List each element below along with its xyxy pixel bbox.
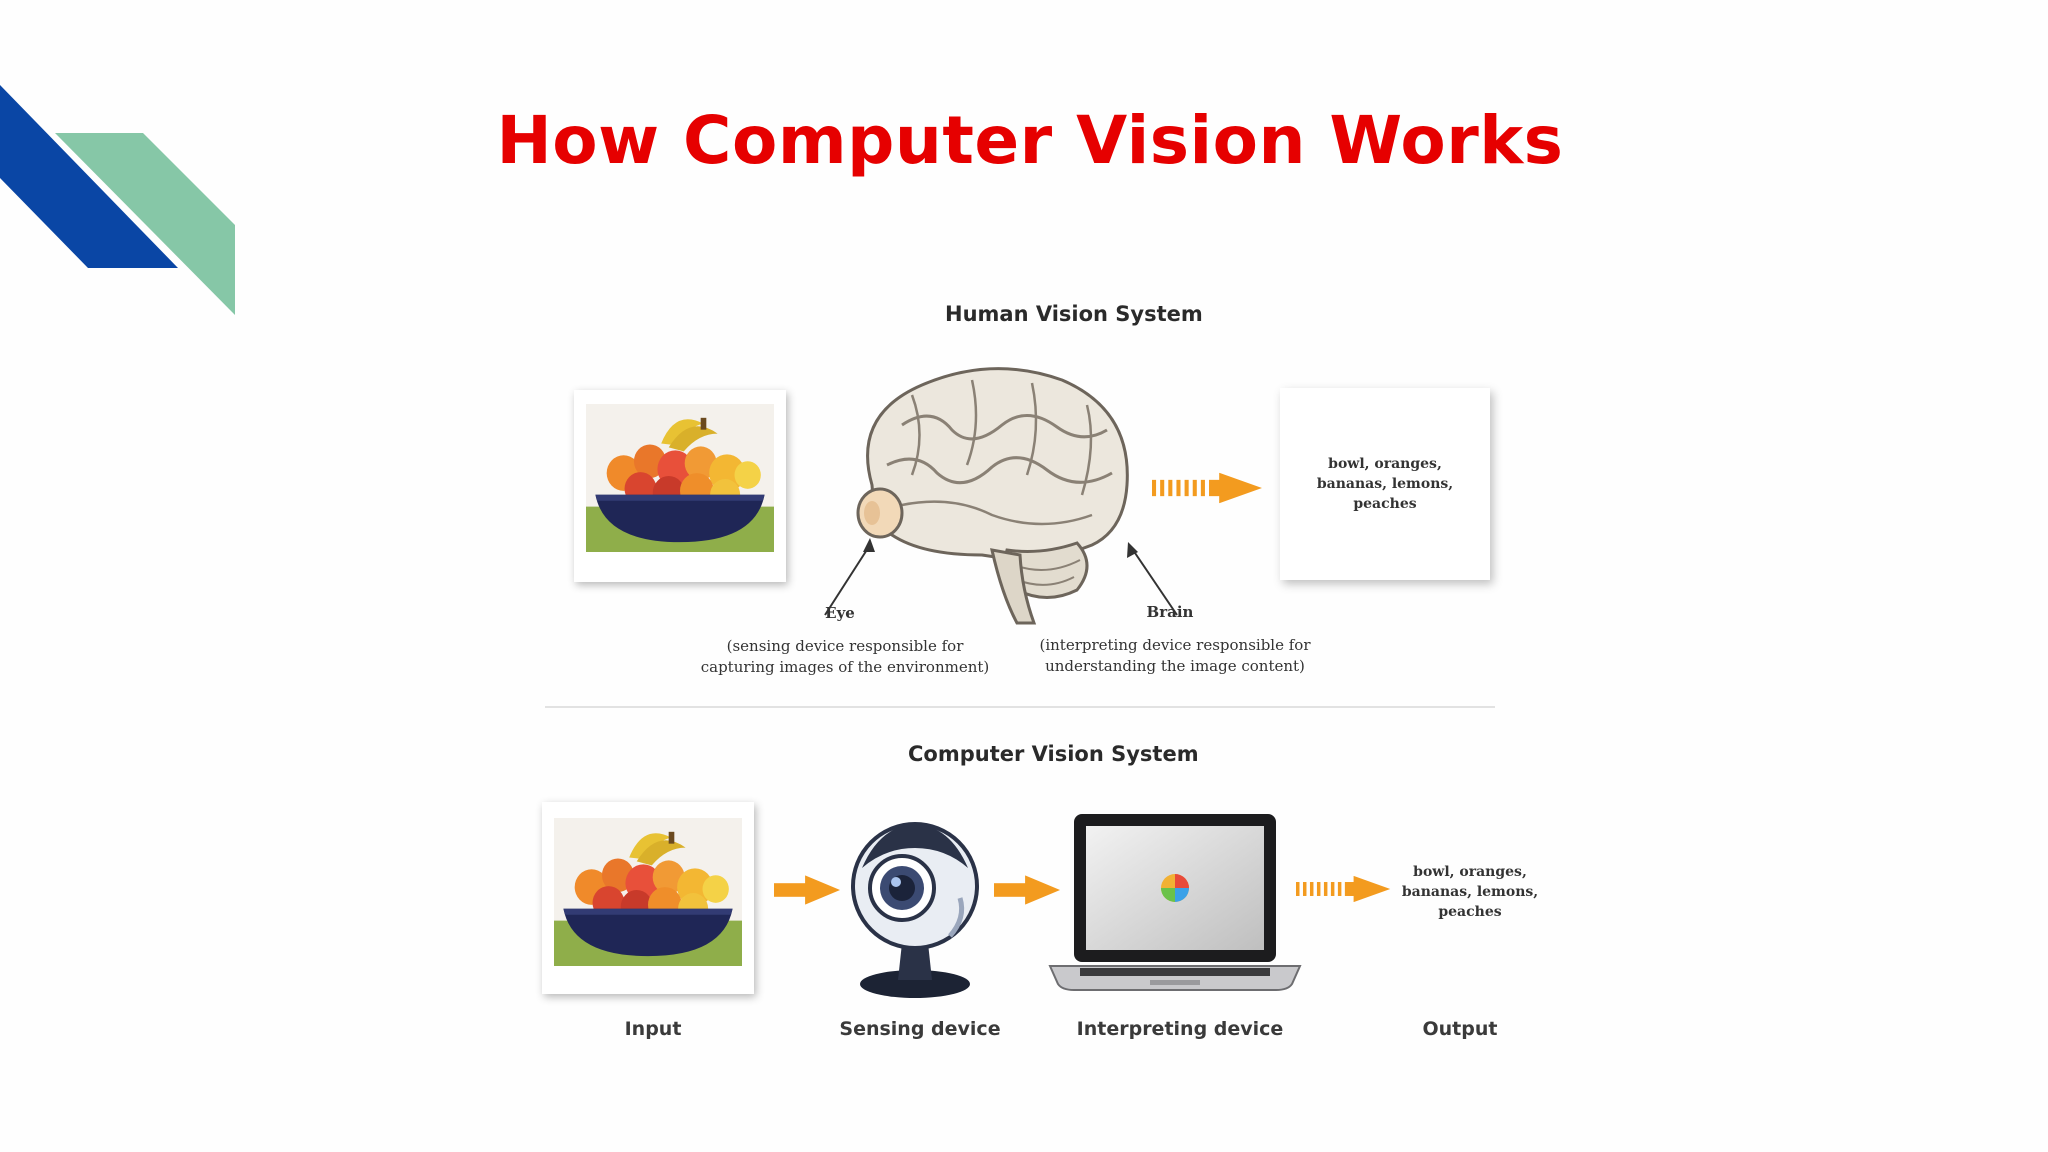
output-line-3: peaches bbox=[1438, 904, 1502, 920]
eye-desc-line-1: (sensing device responsible for bbox=[726, 637, 964, 655]
output-line-2: bananas, lemons, bbox=[1401, 884, 1539, 900]
output-line-2: bananas, lemons, bbox=[1316, 476, 1454, 492]
output-line-1: bowl, oranges, bbox=[1328, 456, 1442, 472]
brain-desc-line-2: understanding the image content) bbox=[1045, 657, 1305, 675]
computer-output-text: bowl, oranges, bananas, lemons, peaches bbox=[1370, 862, 1570, 922]
fruit-bowl-photo bbox=[586, 404, 774, 552]
laptop-icon bbox=[1048, 814, 1302, 991]
caption-output: Output bbox=[1422, 1018, 1498, 1040]
human-output-card: bowl, oranges, bananas, lemons, peaches bbox=[1280, 388, 1490, 580]
caption-interpreting-device: Interpreting device bbox=[1076, 1018, 1284, 1040]
output-line-1: bowl, oranges, bbox=[1413, 864, 1527, 880]
page-title: How Computer Vision Works bbox=[496, 102, 1564, 179]
caption-input: Input bbox=[624, 1018, 682, 1040]
caption-sensing-device: Sensing device bbox=[839, 1018, 1001, 1040]
computer-vision-heading: Computer Vision System bbox=[908, 742, 1199, 766]
eye-desc-line-2: capturing images of the environment) bbox=[700, 658, 990, 676]
brain-icon bbox=[856, 367, 1129, 625]
brain-desc-line-1: (interpreting device responsible for bbox=[1039, 636, 1311, 654]
corner-decoration bbox=[0, 85, 235, 315]
section-divider bbox=[545, 706, 1495, 708]
webcam-icon bbox=[851, 822, 979, 998]
output-line-3: peaches bbox=[1353, 496, 1417, 512]
human-input-photo-card bbox=[574, 390, 786, 582]
brain-label: Brain bbox=[1146, 603, 1194, 621]
brain-description: (interpreting device responsible for und… bbox=[1010, 635, 1340, 677]
eye-description: (sensing device responsible for capturin… bbox=[680, 636, 1010, 678]
fruit-bowl-photo bbox=[554, 818, 742, 966]
arrow-right-icon bbox=[774, 875, 842, 905]
arrow-right-icon bbox=[1152, 472, 1264, 504]
eye-label: Eye bbox=[825, 604, 855, 622]
pointer-lines bbox=[824, 538, 1178, 616]
computer-input-photo-card bbox=[542, 802, 754, 994]
human-vision-heading: Human Vision System bbox=[945, 302, 1203, 326]
